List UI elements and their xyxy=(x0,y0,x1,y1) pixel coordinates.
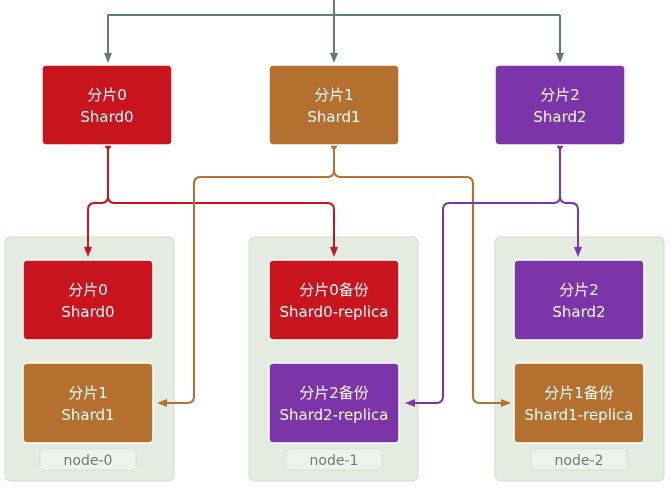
node-label-2-text: node-2 xyxy=(555,453,604,469)
node-1-slot-1: 分片2备份 Shard2-replica xyxy=(268,362,400,444)
shard-box-2-zh: 分片2 xyxy=(540,86,580,104)
top-connector xyxy=(104,0,564,63)
shard-box-2-en: Shard2 xyxy=(533,108,586,126)
node-0-slot-0-zh: 分片0 xyxy=(68,281,108,299)
node-0-slot-1-en: Shard1 xyxy=(61,406,114,424)
shard-box-0-en: Shard0 xyxy=(80,108,133,126)
node-2-slot-1: 分片1备份 Shard1-replica xyxy=(513,362,645,444)
node-label-1-text: node-1 xyxy=(310,453,359,469)
shard-box-1-zh: 分片1 xyxy=(314,86,354,104)
node-1-slot-0-en: Shard0-replica xyxy=(280,303,389,321)
node-0-slot-1: 分片1 Shard1 xyxy=(22,362,154,444)
node-2-slot-1-en: Shard1-replica xyxy=(525,406,634,424)
node-0-slot-0-en: Shard0 xyxy=(61,303,114,321)
node-2-slot-0-zh: 分片2 xyxy=(559,281,599,299)
node-2-slot-0-en: Shard2 xyxy=(552,303,605,321)
node-label-0-text: node-0 xyxy=(64,453,113,469)
node-1-slot-1-zh: 分片2备份 xyxy=(299,384,369,402)
shard-box-0: 分片0 Shard0 xyxy=(41,64,173,146)
shard-box-0-zh: 分片0 xyxy=(87,86,127,104)
node-label-0: node-0 xyxy=(39,448,137,471)
node-0-slot-1-zh: 分片1 xyxy=(68,384,108,402)
node-1-slot-1-en: Shard2-replica xyxy=(280,406,389,424)
node-2-slot-1-zh: 分片1备份 xyxy=(544,384,614,402)
node-1-slot-0: 分片0备份 Shard0-replica xyxy=(268,259,400,341)
node-1-slot-0-zh: 分片0备份 xyxy=(299,281,369,299)
node-label-2: node-2 xyxy=(530,448,628,471)
node-2-slot-0: 分片2 Shard2 xyxy=(513,259,645,341)
shard-box-1: 分片1 Shard1 xyxy=(268,64,400,146)
shard-box-2: 分片2 Shard2 xyxy=(494,64,626,146)
shard0-connector xyxy=(84,143,338,257)
node-label-1: node-1 xyxy=(285,448,383,471)
node-0-slot-0: 分片0 Shard0 xyxy=(22,259,154,341)
shard-box-1-en: Shard1 xyxy=(307,108,360,126)
